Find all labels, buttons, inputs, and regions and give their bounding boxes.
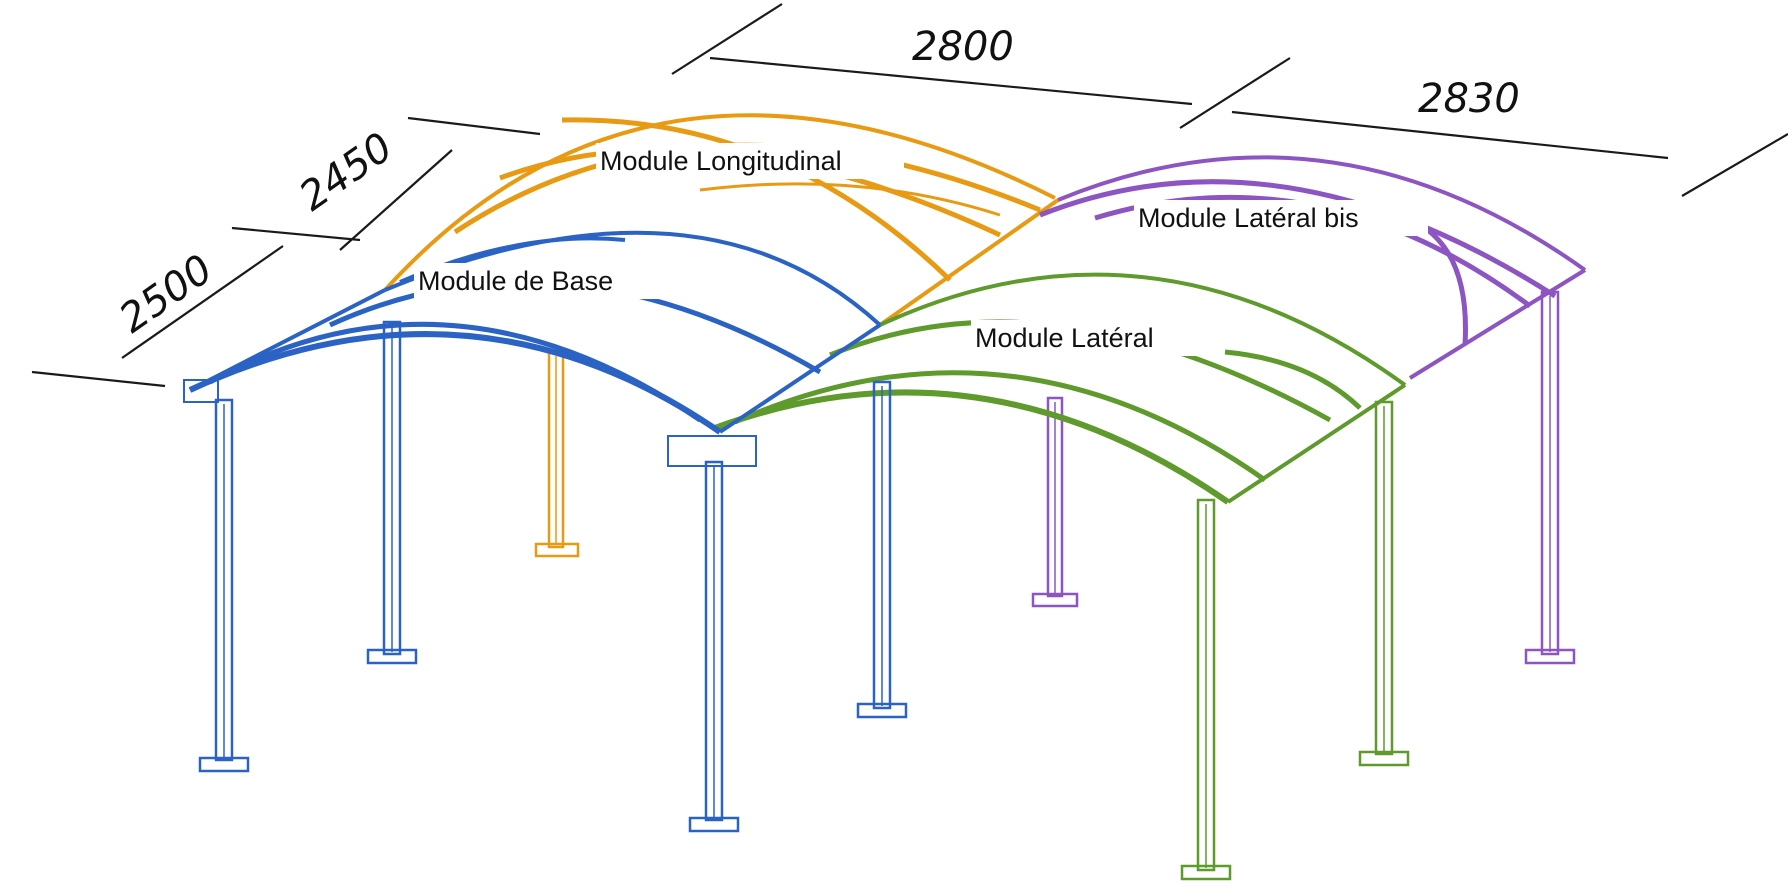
module-lateral: [713, 272, 1410, 881]
dim-line-2830-extension: [1681, 133, 1788, 197]
base-post-front-right-shaft: [704, 460, 724, 822]
base-left-bracket: [183, 379, 219, 403]
longitudinal-rib-4: [699, 182, 1001, 217]
base-post-back-left-shaft: [382, 320, 402, 656]
base-left-beam: [189, 288, 386, 392]
longitudinal-front-arch: [383, 113, 1056, 292]
dim-line-2800-right-extension: [1179, 57, 1291, 129]
dimension-lines: [31, 3, 1788, 388]
lateral-bis-post-right: [1524, 290, 1576, 665]
dim-line-2800-left-extension: [671, 3, 783, 75]
lateral-front-arch: [713, 389, 1230, 505]
base-post-back-right-shaft: [872, 380, 892, 710]
dim-line-2800: [709, 56, 1193, 106]
lateral-bis-rib-1: [1039, 179, 1557, 299]
label-bg-lateral: [971, 320, 1209, 356]
label-bg-lateral-bis: [1134, 200, 1428, 236]
lateral-post-back-baseplate: [1358, 750, 1410, 767]
dim-line-2830: [1231, 110, 1669, 160]
dim-line-2450-extension: [339, 149, 453, 251]
label-module-base: Module de Base: [418, 266, 613, 296]
base-post-front-right: [688, 460, 740, 833]
module-labels: Module Longitudinal Module de Base Modul…: [414, 143, 1428, 356]
base-post-front-left-baseplate: [198, 756, 250, 773]
dim-line-2450-lower: [231, 226, 361, 242]
label-module-longitudinal: Module Longitudinal: [600, 146, 842, 176]
base-post-front-left: [198, 398, 250, 773]
base-center-bracket: [667, 435, 757, 467]
lateral-post-back-shaft: [1374, 400, 1394, 756]
longitudinal-valley-beam: [878, 198, 1060, 327]
dim-line-2450-upper: [407, 116, 541, 136]
lateral-bis-post-mid: [1031, 396, 1079, 608]
lateral-bis-post-right-shaft: [1540, 290, 1560, 656]
base-rib-1: [208, 321, 702, 423]
base-post-back-left: [366, 320, 418, 665]
lateral-bis-post-mid-baseplate: [1031, 592, 1079, 608]
base-post-back-right: [856, 380, 908, 719]
lateral-post-front: [1180, 498, 1232, 881]
label-bg-longitudinal: [596, 143, 904, 179]
lateral-rib-3: [1224, 349, 1362, 410]
dim-line-2500-front: [31, 370, 166, 388]
base-back-arch: [384, 230, 882, 327]
dim-label-2830: 2830: [1418, 76, 1520, 122]
lateral-post-back: [1358, 400, 1410, 767]
label-bg-base: [414, 263, 670, 299]
lateral-bis-rib-3: [1423, 225, 1468, 346]
base-post-back-right-baseplate: [856, 702, 908, 719]
lateral-rib-1: [733, 370, 1267, 483]
lateral-post-front-shaft: [1196, 498, 1216, 872]
module-base: [183, 230, 908, 833]
lateral-bis-back-arch: [1057, 155, 1587, 272]
lateral-bis-post-right-baseplate: [1524, 648, 1576, 665]
base-post-back-left-baseplate: [366, 648, 418, 665]
lateral-bis-post-mid-shaft: [1046, 396, 1064, 598]
lateral-bis-edge-beam: [1408, 268, 1587, 380]
longitudinal-post: [534, 350, 580, 558]
lateral-back-arch: [879, 272, 1407, 387]
base-valley-beam: [718, 323, 882, 434]
dim-label-2800: 2800: [912, 24, 1014, 70]
lateral-post-front-baseplate: [1180, 864, 1232, 881]
label-module-lateral: Module Latéral: [975, 323, 1154, 353]
longitudinal-post-baseplate: [534, 542, 580, 558]
base-post-front-right-baseplate: [688, 816, 740, 833]
label-module-lateral-bis: Module Latéral bis: [1138, 203, 1359, 233]
dim-line-2500-extension: [121, 245, 284, 359]
dim-label-2450: 2450: [291, 124, 401, 220]
base-post-front-left-shaft: [214, 398, 234, 762]
